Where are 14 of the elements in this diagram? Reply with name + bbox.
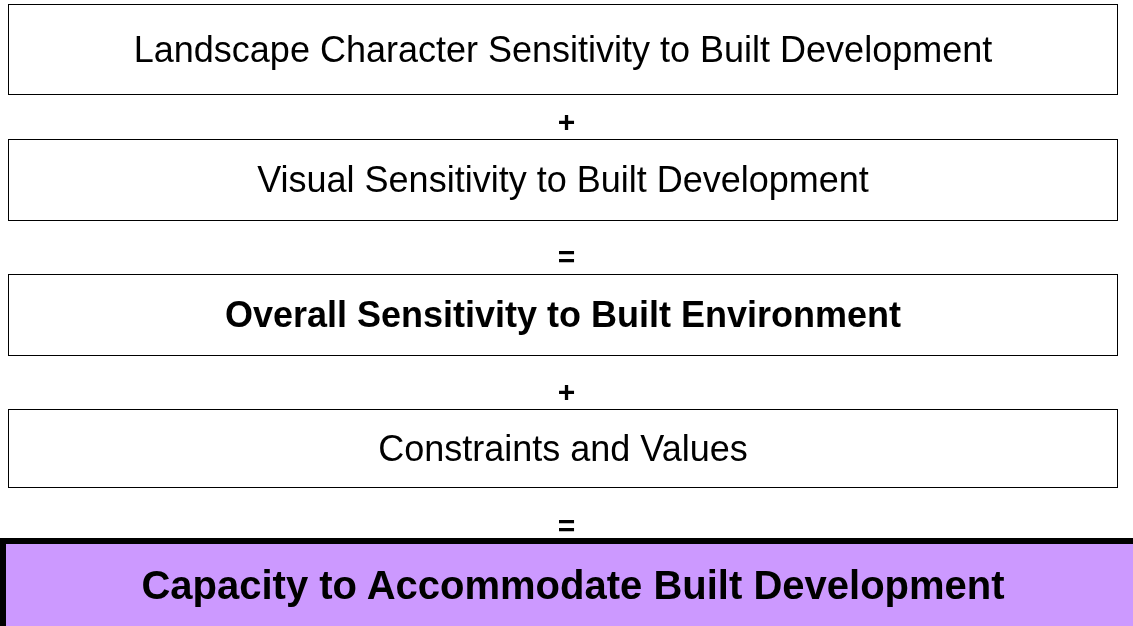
box-title: Constraints and Values [378, 427, 748, 470]
text-box [8, 274, 1118, 356]
box-title: Capacity to Accommodate Built Development [141, 563, 1005, 608]
operator-sign: + [556, 105, 577, 139]
text-box [8, 139, 1118, 221]
text-box [8, 409, 1118, 488]
text-box [0, 538, 1133, 626]
box-title: Visual Sensitivity to Built Development [257, 159, 869, 201]
text-box [8, 4, 1118, 95]
operator-sign: + [556, 375, 577, 409]
operator-sign: = [556, 240, 577, 274]
operator-sign: = [556, 509, 577, 543]
box-title: Overall Sensitivity to Built Environment [224, 294, 902, 336]
box-title: Landscape Character Sensitivity to Built Development [133, 28, 993, 71]
